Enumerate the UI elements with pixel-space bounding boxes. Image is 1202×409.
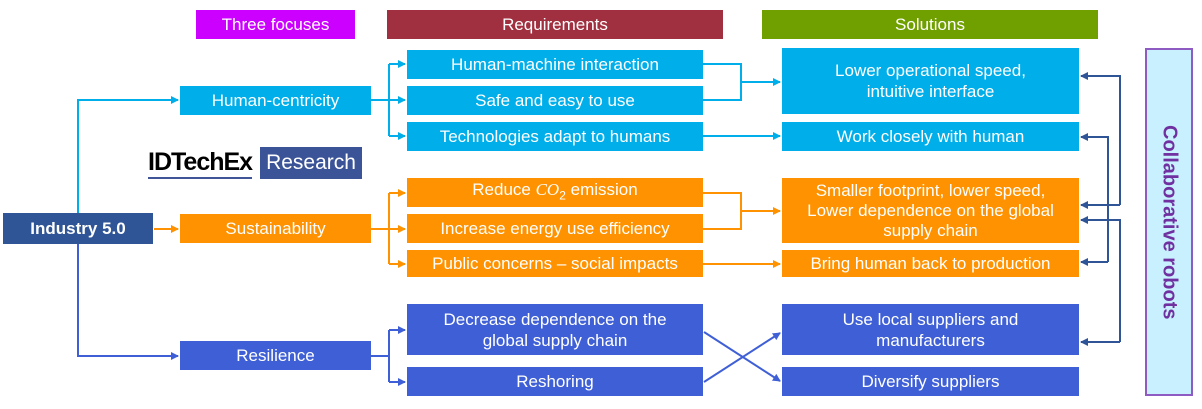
req-energy-efficiency: Increase energy use efficiency (407, 214, 703, 243)
header-three-focuses: Three focuses (196, 10, 355, 39)
sol-label: Use local suppliers and manufacturers (842, 309, 1019, 350)
logo-brand: IDTechEx (148, 148, 253, 179)
header-requirements: Requirements (387, 10, 723, 39)
req-label: Public concerns – social impacts (432, 254, 678, 273)
sol-smaller-footprint: Smaller footprint, lower speed, Lower de… (782, 178, 1079, 243)
sol-lower-speed-interface: Lower operational speed, intuitive inter… (782, 48, 1079, 114)
root-node-label: Industry 5.0 (30, 219, 126, 238)
req-label: Increase energy use efficiency (440, 219, 670, 238)
header-solutions-label: Solutions (895, 15, 965, 34)
focus-label: Sustainability (225, 219, 326, 238)
focus-label: Resilience (236, 346, 315, 365)
co2-formula: CO (535, 179, 560, 199)
header-three-focuses-label: Three focuses (221, 15, 330, 34)
req-public-concerns: Public concerns – social impacts (407, 250, 703, 277)
sol-local-suppliers: Use local suppliers and manufacturers (782, 304, 1079, 355)
root-node-industry-5: Industry 5.0 (3, 213, 153, 244)
req-reshoring: Reshoring (407, 367, 703, 396)
req-co2-prefix: Reduce (472, 179, 536, 199)
sol-bring-human-back: Bring human back to production (782, 250, 1079, 277)
req-co2-suffix: emission (565, 179, 638, 199)
focus-human-centricity: Human-centricity (180, 86, 371, 115)
header-solutions: Solutions (762, 10, 1098, 39)
req-label: Decrease dependence on the global supply… (443, 309, 667, 350)
co2-subscript: 2 (559, 188, 566, 203)
req-label: Technologies adapt to humans (439, 127, 671, 146)
req-decrease-dependence: Decrease dependence on the global supply… (407, 304, 703, 355)
sol-work-closely: Work closely with human (782, 122, 1079, 151)
logo-research-tag: Research (260, 147, 362, 179)
req-human-machine-interaction: Human-machine interaction (407, 50, 703, 79)
req-label: Human-machine interaction (451, 55, 659, 74)
req-tech-adapt: Technologies adapt to humans (407, 122, 703, 151)
sol-label: Work closely with human (836, 127, 1025, 146)
collaborative-robots-box: Collaborative robots (1145, 48, 1193, 396)
sol-label: Smaller footprint, lower speed, Lower de… (807, 180, 1054, 240)
req-label: Reduce CO2 emission (472, 179, 637, 206)
sol-diversify-suppliers: Diversify suppliers (782, 367, 1079, 396)
sol-label: Diversify suppliers (861, 372, 1000, 391)
req-label: Safe and easy to use (475, 91, 635, 110)
collaborative-robots-label: Collaborative robots (1158, 124, 1181, 320)
header-requirements-label: Requirements (502, 15, 608, 34)
focus-sustainability: Sustainability (180, 214, 371, 243)
sol-label: Lower operational speed, intuitive inter… (835, 61, 1026, 101)
idtechex-logo: IDTechEx Research (148, 147, 362, 179)
focus-label: Human-centricity (211, 91, 340, 110)
req-reduce-co2: Reduce CO2 emission (407, 178, 703, 207)
req-safe-easy: Safe and easy to use (407, 86, 703, 115)
focus-resilience: Resilience (180, 341, 371, 370)
req-label: Reshoring (516, 372, 594, 391)
sol-label: Bring human back to production (810, 254, 1051, 273)
